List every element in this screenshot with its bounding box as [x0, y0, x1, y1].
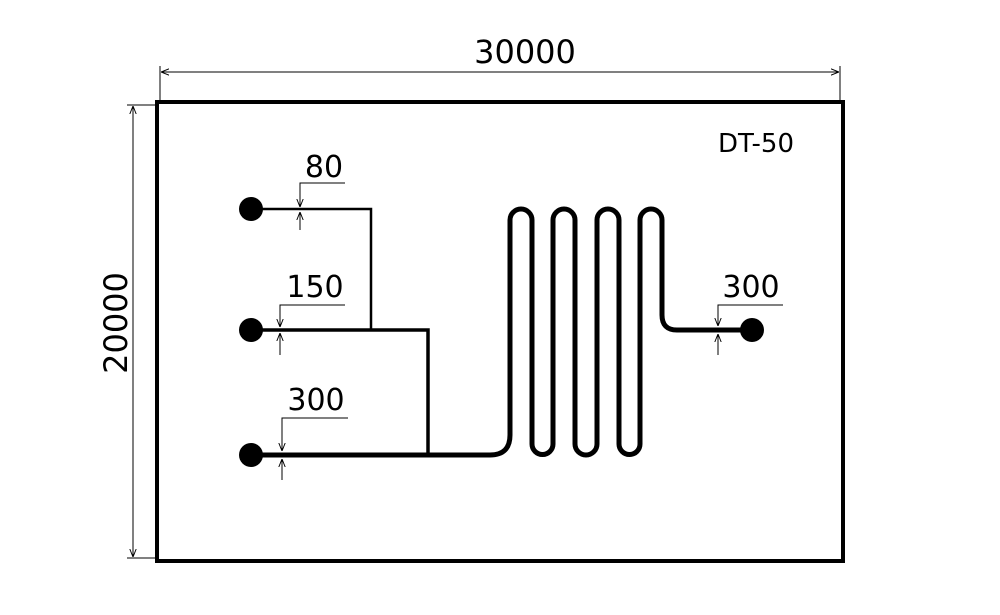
- width-dimension: 30000: [159, 33, 841, 102]
- trace-80: [251, 207, 373, 330]
- callout-300-right: [718, 304, 783, 355]
- traces: [251, 206, 752, 458]
- callout-80: [300, 182, 345, 230]
- callout-300-left-label: 300: [287, 383, 344, 418]
- callout-150-label: 150: [286, 270, 343, 305]
- callout-80-label: 80: [305, 150, 343, 185]
- board-outline: [155, 100, 845, 563]
- width-dimension-label: 30000: [474, 33, 576, 71]
- pad-4: [740, 318, 764, 342]
- height-dimension: 20000: [97, 104, 157, 559]
- board-label: DT-50: [718, 129, 794, 159]
- trace-300-serpentine: [251, 206, 752, 458]
- callout-150: [280, 304, 345, 355]
- pad-2: [239, 318, 263, 342]
- callout-300-left: [282, 417, 348, 480]
- pad-3: [239, 443, 263, 467]
- callout-300-right-label: 300: [722, 270, 779, 305]
- pad-1: [239, 197, 263, 221]
- trace-150: [251, 328, 430, 455]
- height-dimension-label: 20000: [97, 272, 135, 374]
